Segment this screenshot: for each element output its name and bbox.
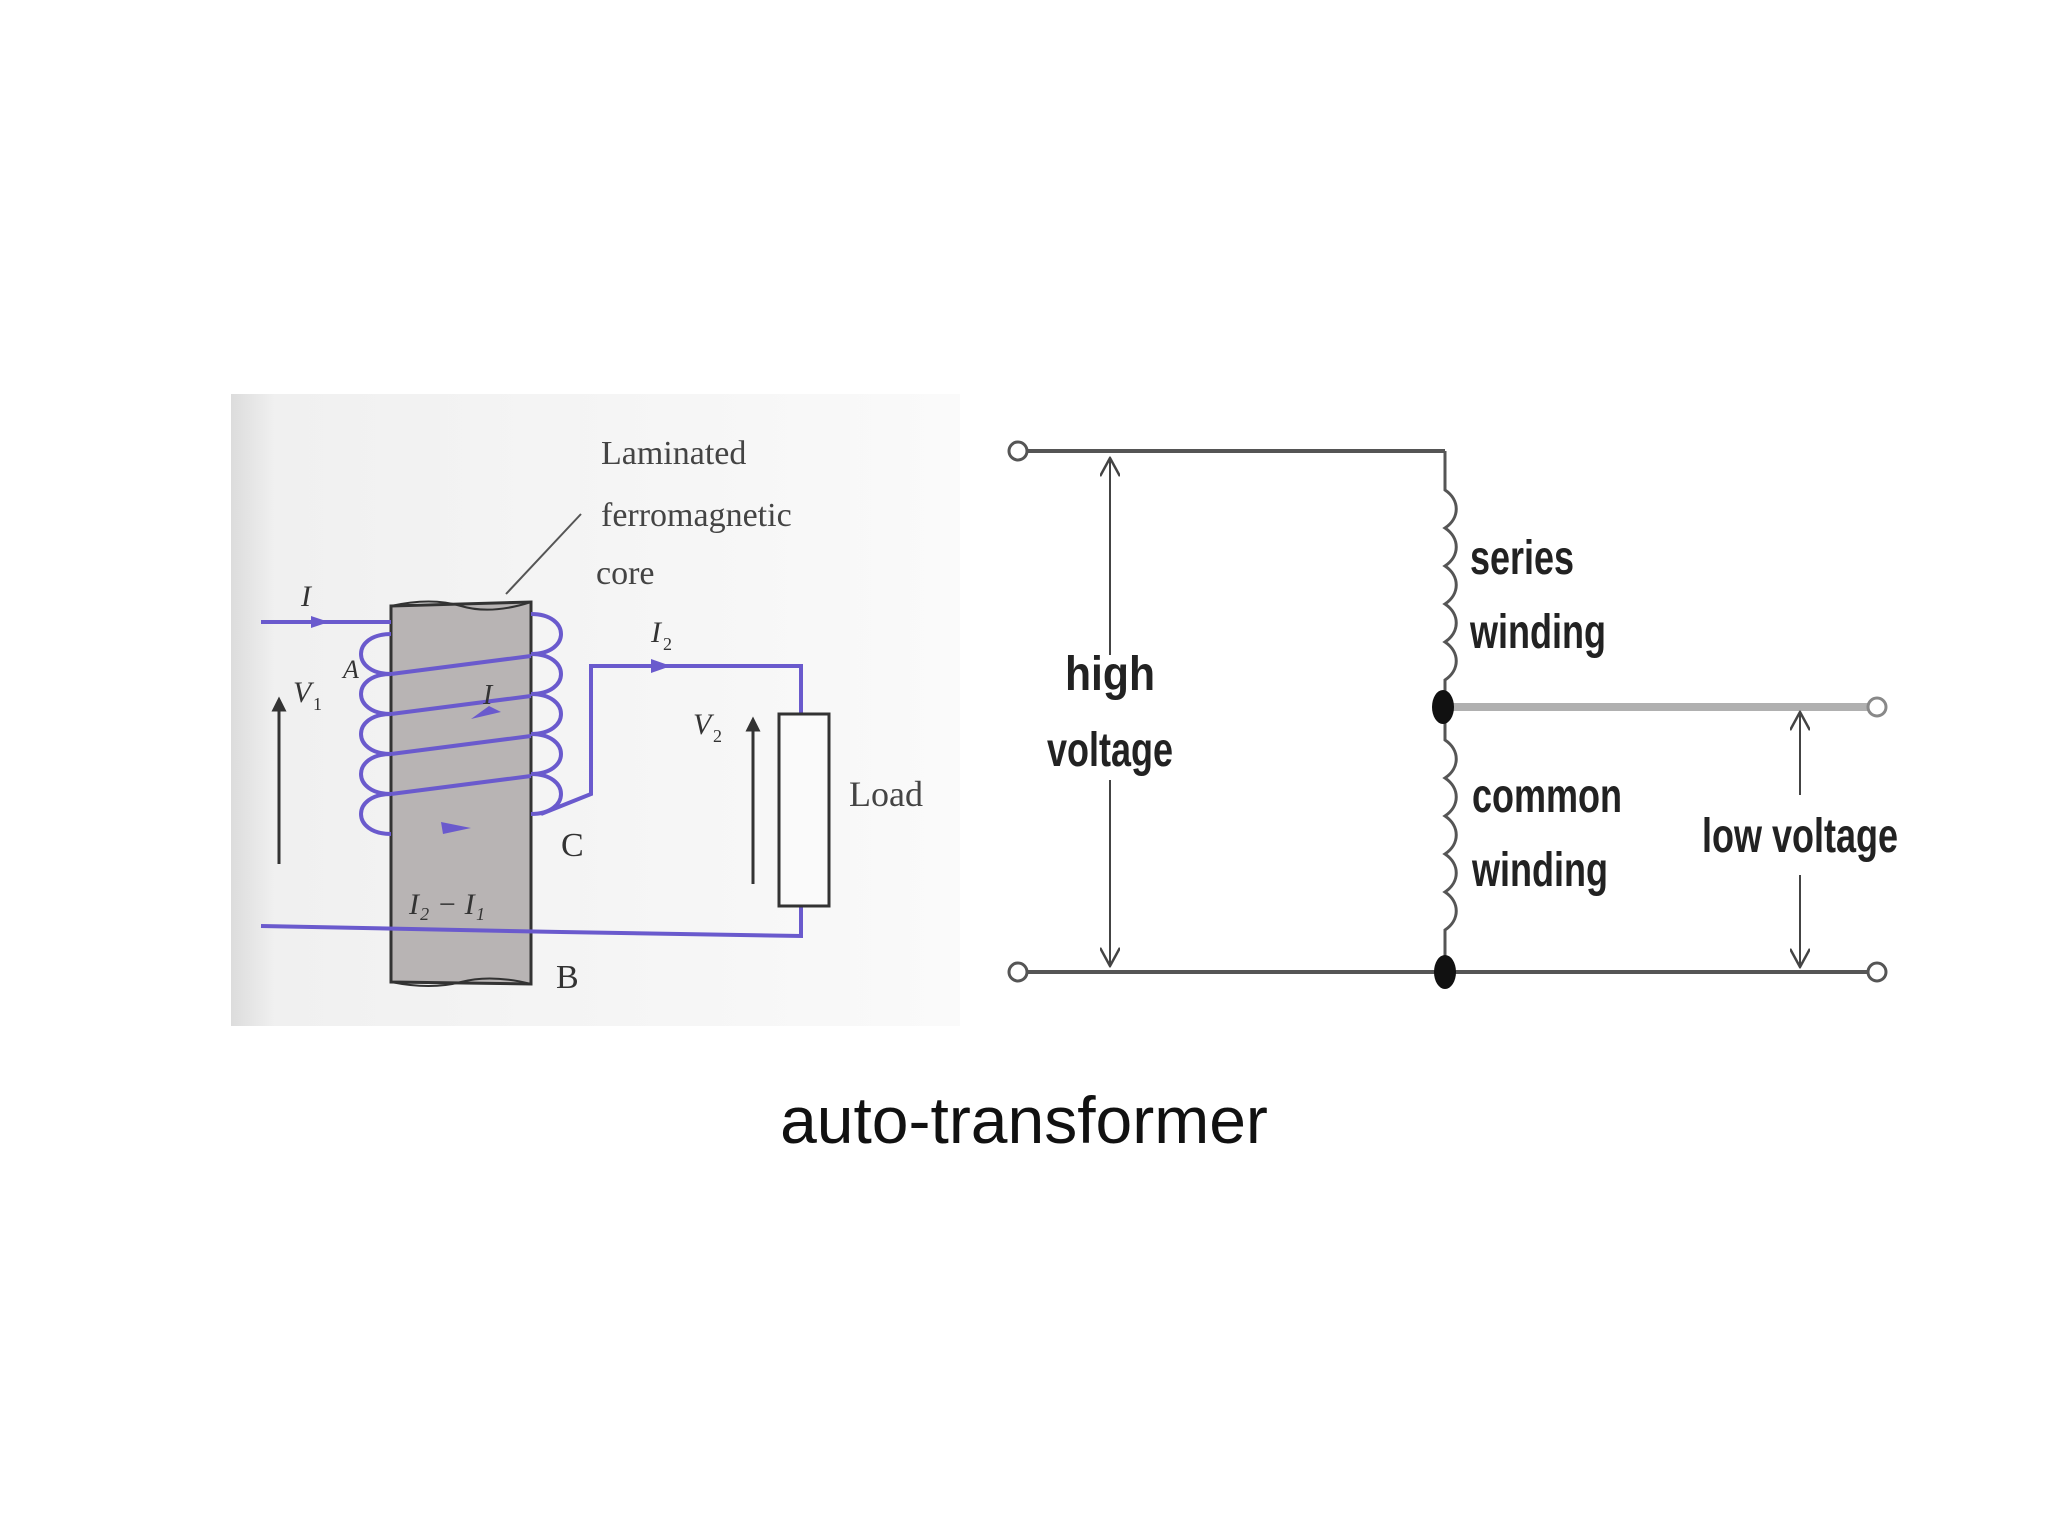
core-label-line-3: core: [596, 555, 655, 592]
tap-junction-dot: [1432, 690, 1454, 724]
autotransformer-core-sketch: Laminated ferromagnetic core I I 2 I V 1…: [231, 394, 960, 1026]
series-winding: [1442, 451, 1458, 707]
series-winding-label-line-2: winding: [1469, 606, 1606, 659]
load-resistor: [777, 712, 831, 908]
v2-label: V: [693, 708, 715, 741]
series-winding-label-line-1: series: [1470, 532, 1574, 585]
v2-subscript: 2: [713, 726, 722, 746]
slide-caption: auto-transformer: [780, 1083, 1268, 1157]
output-current-label: I: [650, 616, 663, 649]
v1-subscript: 1: [313, 694, 322, 714]
core-label-line-1: Laminated: [601, 435, 746, 472]
high-voltage-label-line-1: high: [1065, 648, 1155, 701]
load-label: Load: [849, 774, 923, 814]
core-label-line-2: ferromagnetic: [601, 497, 792, 534]
return-wire: [560, 906, 803, 939]
coil-winding: [359, 612, 563, 836]
v1-label: V: [293, 676, 315, 709]
terminal-bottom-left: [1007, 961, 1029, 983]
input-current-arrow: [311, 616, 329, 628]
output-current-arrow: [651, 659, 671, 673]
tap-b-label: B: [556, 959, 579, 996]
output-wire: [540, 664, 803, 816]
low-voltage-label: low voltage: [1702, 810, 1898, 863]
autotransformer-schematic: high voltage series winding common windi…: [1007, 440, 1898, 989]
tap-a-label: A: [341, 655, 359, 684]
terminal-bottom-right: [1866, 961, 1888, 983]
inner-current-arrow-down: [441, 822, 471, 834]
high-voltage-label-line-2: voltage: [1047, 724, 1173, 777]
terminal-top-left: [1007, 440, 1029, 462]
sketch-background: [231, 394, 960, 1026]
difference-current-label: I₂ − I₁: [408, 888, 485, 921]
common-winding: [1442, 707, 1458, 972]
common-winding-label-line-2: winding: [1471, 844, 1608, 897]
common-winding-label-line-1: common: [1472, 770, 1622, 823]
inner-current-label: I: [482, 680, 494, 711]
input-wire-bottom: [260, 924, 562, 934]
input-current-label: I: [300, 580, 313, 613]
terminal-tap-right: [1866, 696, 1888, 718]
core-label-leader: [505, 513, 582, 595]
core-top-edge: [390, 600, 532, 611]
output-current-subscript: 2: [663, 634, 672, 654]
bottom-junction-dot: [1434, 955, 1456, 989]
inner-current-arrow-up: [471, 706, 501, 719]
core-bottom-edge: [390, 977, 532, 987]
tap-c-label: C: [561, 827, 584, 864]
